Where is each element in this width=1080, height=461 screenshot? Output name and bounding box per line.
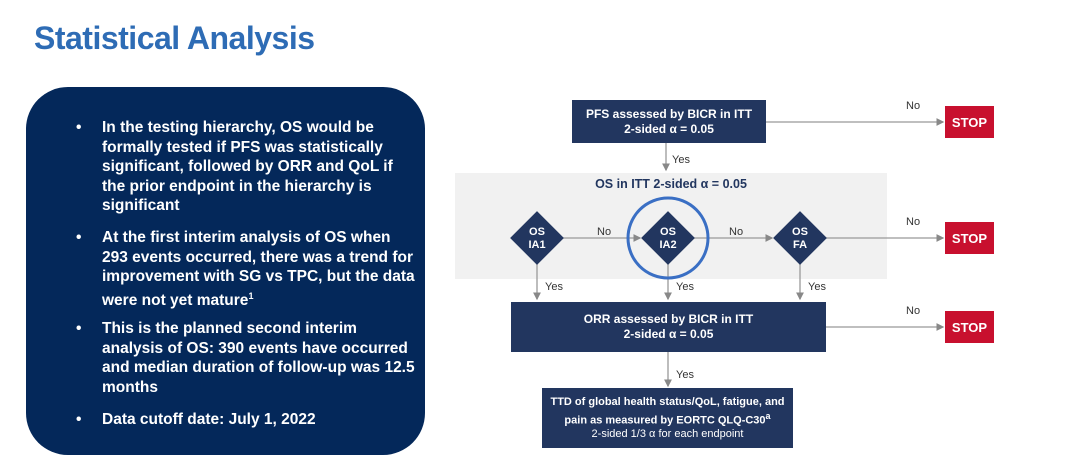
bullet-line: improvement with SG vs TPC, but the data <box>102 268 415 286</box>
footnote-ref: a <box>765 410 771 421</box>
bullet-dot: • <box>76 320 82 337</box>
bullet-line: months <box>102 378 158 396</box>
stop-box: STOP <box>945 106 994 138</box>
yes-label: Yes <box>808 281 826 293</box>
orr-box-line: 2-sided α = 0.05 <box>623 327 714 341</box>
summary-panel: • In the testing hierarchy, OS would be … <box>26 87 425 455</box>
bullet-line: In the testing hierarchy, OS would be <box>102 119 374 136</box>
bullet-dot: • <box>76 229 82 246</box>
yes-label: Yes <box>545 281 563 293</box>
page-title: Statistical Analysis <box>34 20 315 56</box>
pfs-box-line: PFS assessed by BICR in ITT <box>585 106 753 121</box>
bullet-line: Data cutoff date: July 1, 2022 <box>102 411 316 428</box>
orr-box: ORR assessed by BICR in ITT 2-sided α = … <box>511 302 826 352</box>
bullet-line: At the first interim analysis of OS when <box>102 229 391 246</box>
bullet-line: formally tested if PFS was statistically <box>102 138 383 156</box>
bullet-line: were not yet mature <box>102 291 249 309</box>
pfs-box: PFS assessed by BICR in ITT 2-sided α = … <box>572 100 766 143</box>
yes-label: Yes <box>676 281 694 293</box>
bullet-dot: • <box>76 411 82 428</box>
ttd-box-line: pain as measured by EORTC QLQ-C30 <box>564 414 766 427</box>
no-label: No <box>906 100 921 112</box>
pfs-box-line: 2-sided α = 0.05 <box>624 121 714 136</box>
bullet-line: analysis of OS: 390 events have occurred <box>102 339 408 357</box>
bullet-line: the prior endpoint in the hierarchy is <box>102 177 372 195</box>
yes-label: Yes <box>676 369 694 381</box>
bullet-line: significant <box>102 197 180 215</box>
bullet-dot: • <box>76 119 82 136</box>
ttd-box: TTD of global health status/QoL, fatigue… <box>542 388 793 448</box>
stop-box: STOP <box>945 222 994 254</box>
ttd-box-line: TTD of global health status/QoL, fatigue… <box>550 395 785 408</box>
no-label: No <box>906 216 921 228</box>
no-label: No <box>729 226 744 238</box>
ttd-box-line: 2-sided 1/3 α for each endpoint <box>591 428 744 441</box>
no-label: No <box>906 305 921 317</box>
orr-box-line: ORR assessed by BICR in ITT <box>583 312 754 326</box>
bullet-line: and median duration of follow-up was 12.… <box>102 359 415 377</box>
no-label: No <box>597 226 612 238</box>
bullet-line: This is the planned second interim <box>102 320 357 337</box>
bullet-line: significant, followed by ORR and QoL if <box>102 158 393 176</box>
highlight-circle <box>626 196 710 280</box>
yes-label: Yes <box>672 154 690 166</box>
footnote-ref: 1 <box>248 290 254 301</box>
os-band-label: OS in ITT 2-sided α = 0.05 <box>595 177 747 191</box>
bullet-line: 293 events occurred, there was a trend f… <box>102 248 413 266</box>
stop-box: STOP <box>945 311 994 343</box>
